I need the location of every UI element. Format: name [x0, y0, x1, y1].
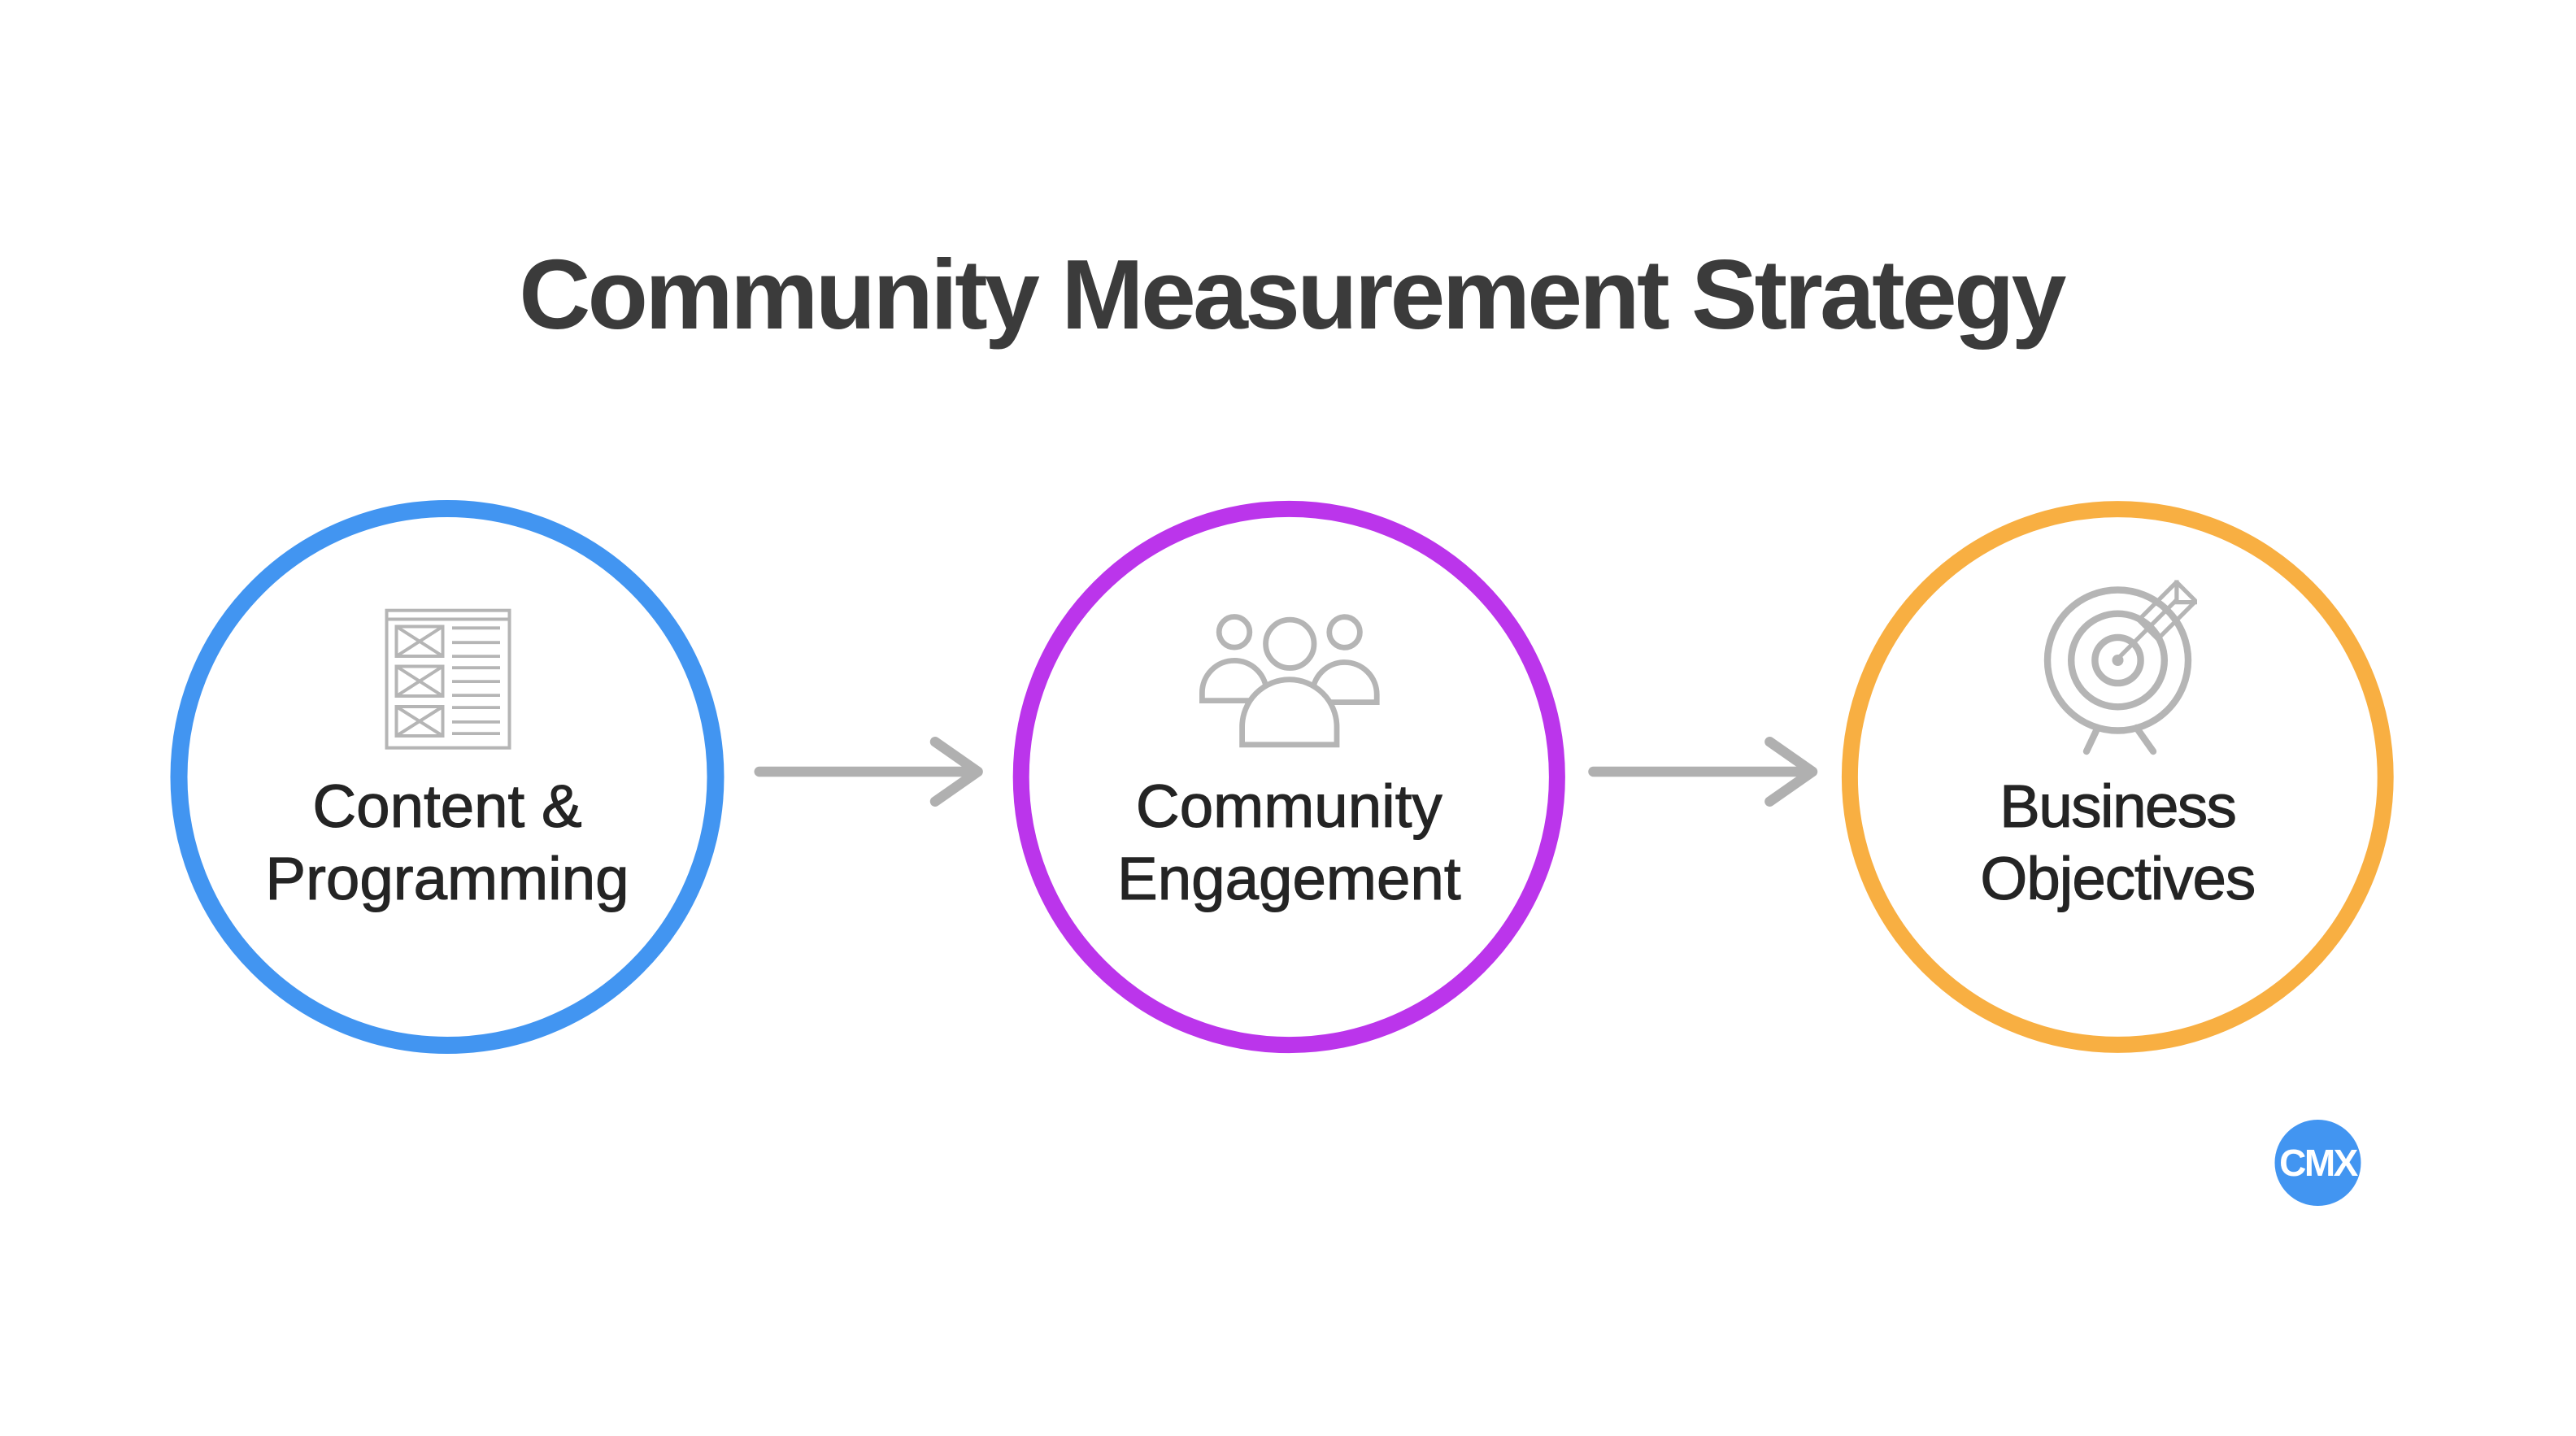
- svg-text:Business: Business: [1999, 772, 2235, 840]
- svg-text:Content &: Content &: [312, 772, 581, 840]
- svg-text:Community Measurement Strategy: Community Measurement Strategy: [519, 239, 2066, 350]
- svg-text:Engagement: Engagement: [1117, 845, 1461, 912]
- svg-text:CMX: CMX: [2279, 1142, 2359, 1184]
- svg-text:Objectives: Objectives: [1980, 845, 2255, 912]
- svg-text:Programming: Programming: [265, 845, 629, 912]
- svg-text:Community: Community: [1136, 772, 1442, 840]
